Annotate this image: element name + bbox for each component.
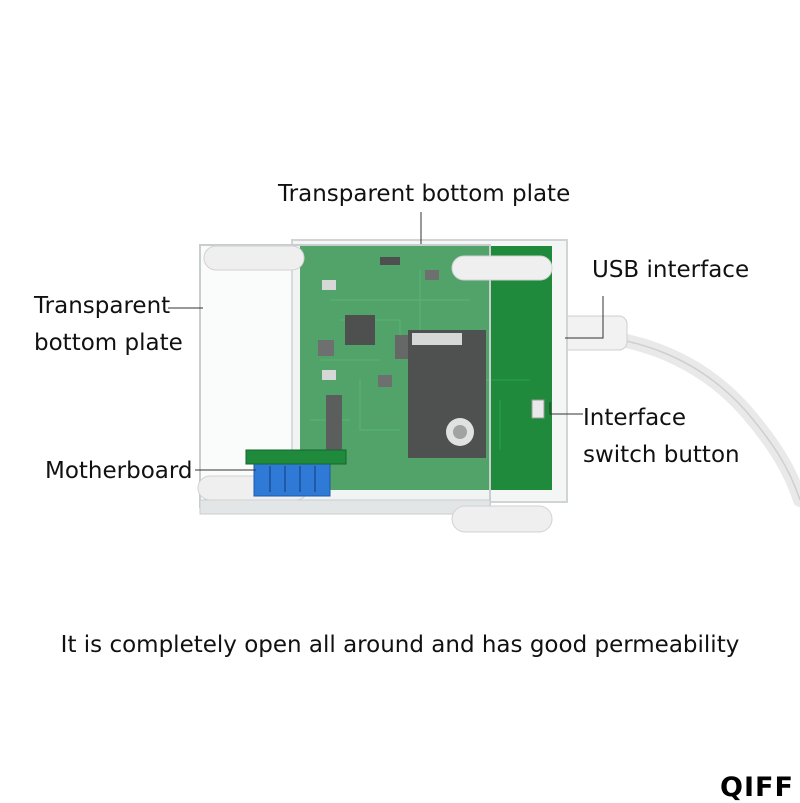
front-plate: [199, 244, 491, 508]
standoff-top-right: [451, 255, 553, 281]
label-motherboard: Motherboard: [45, 458, 193, 484]
standoff-bottom-right: [451, 505, 553, 533]
label-left-line1: Transparent: [34, 293, 171, 319]
label-transparent-bottom-plate-left: Transparent bottom plate: [34, 288, 183, 362]
standoff-top-left: [203, 245, 305, 271]
label-transparent-bottom-plate-top: Transparent bottom plate: [278, 181, 571, 207]
label-usb-interface: USB interface: [592, 257, 750, 283]
watermark-logo: QIFF: [720, 772, 794, 803]
blue-sensor: [253, 461, 331, 497]
label-left-line2: bottom plate: [34, 329, 183, 356]
label-switch-line2: switch button: [583, 441, 740, 468]
label-interface-switch-button: Interface switch button: [583, 400, 740, 474]
caption: It is completely open all around and has…: [60, 632, 740, 658]
interface-switch: [531, 399, 545, 419]
label-switch-line1: Interface: [583, 405, 686, 431]
